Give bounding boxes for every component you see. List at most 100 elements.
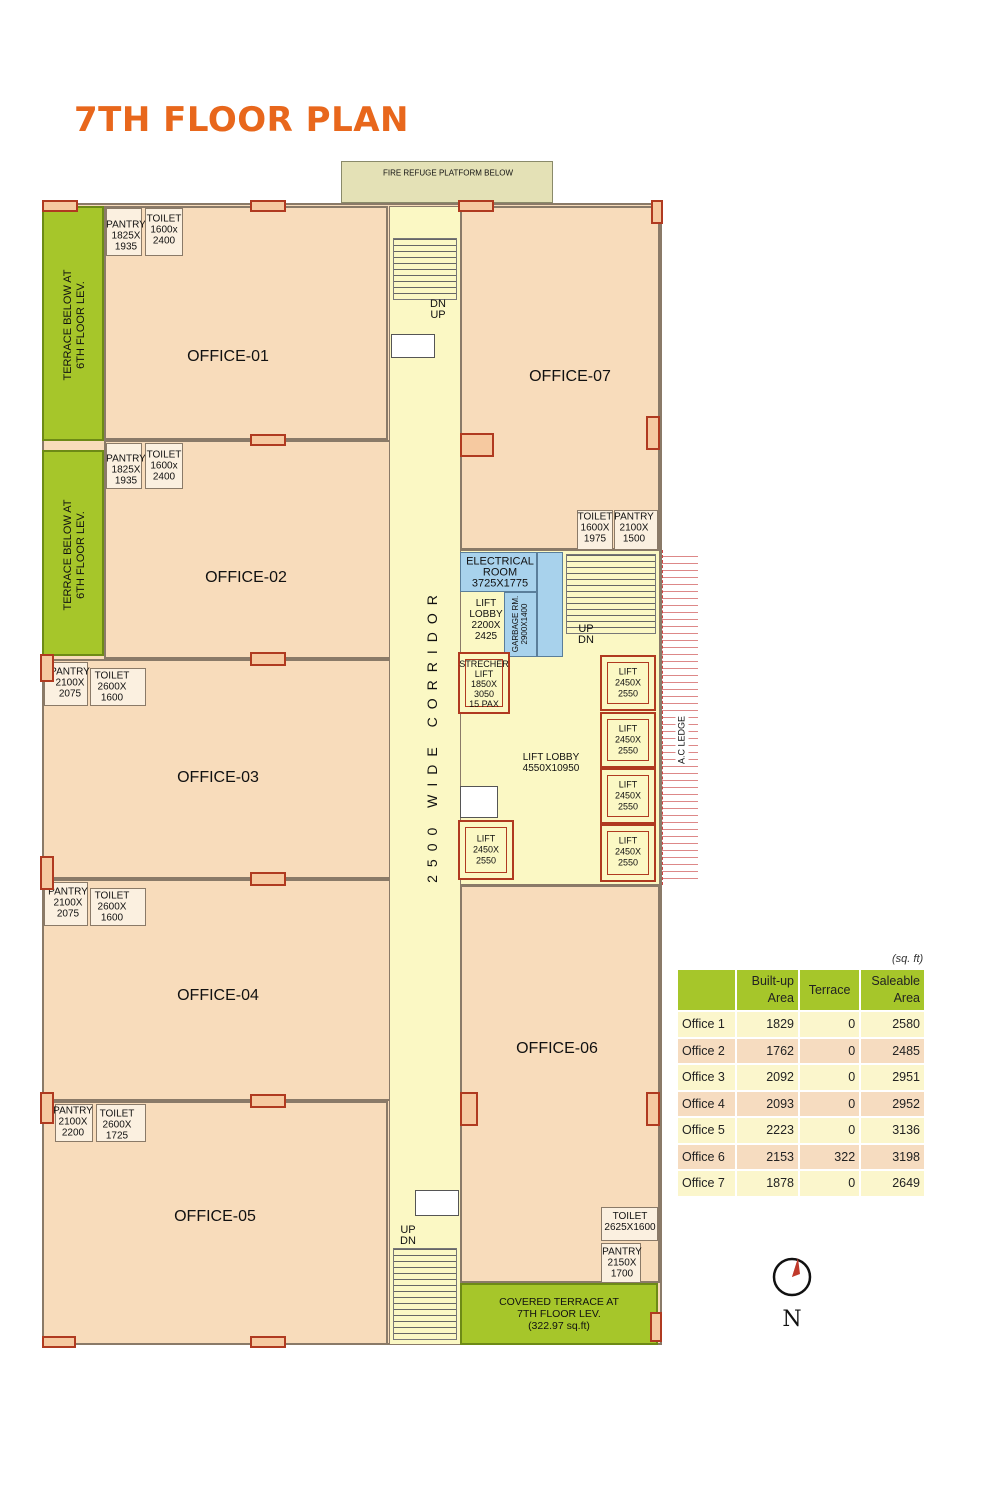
- window: [250, 872, 286, 886]
- pantry-04-label: PANTRY 2100X 2075: [48, 886, 88, 920]
- window: [250, 434, 286, 446]
- pantry-06-label: PANTRY 2150X 1700: [602, 1246, 642, 1280]
- area-value-cell: 0: [799, 1036, 862, 1064]
- office-label-04: OFFICE-04: [177, 987, 259, 1004]
- area-value-cell: 1829: [736, 1010, 801, 1038]
- office-name-cell: Office 2: [678, 1036, 738, 1064]
- office-name-cell: Office 7: [678, 1169, 738, 1196]
- strecher-lift-label: STRECHER LIFT 1850X 3050 15 PAX: [459, 659, 509, 709]
- window: [460, 433, 494, 457]
- lift-1: [600, 655, 656, 711]
- office-label-03: OFFICE-03: [177, 769, 259, 786]
- pantry-03-label: PANTRY 2100X 2075: [50, 666, 90, 700]
- area-value-cell: 2153: [736, 1142, 801, 1170]
- toilet-07: [577, 510, 613, 550]
- window: [40, 856, 54, 890]
- area-table: Built-up Area Terrace Saleable Area Offi…: [678, 970, 926, 1196]
- toilet-05-label: TOILET 2600X 1725: [99, 1108, 135, 1142]
- header-cell: [678, 970, 738, 1011]
- window: [40, 1092, 54, 1124]
- compass-ring: [772, 1257, 812, 1297]
- area-value-cell: 1878: [736, 1169, 801, 1196]
- area-value-cell: 0: [799, 1169, 862, 1196]
- area-value-cell: 2092: [736, 1063, 801, 1091]
- shaft-blue: [537, 552, 563, 657]
- lift-4-label: LIFT 2450X 2550: [614, 835, 642, 868]
- page-title: 7TH FLOOR PLAN: [74, 100, 409, 140]
- area-value-cell: 3136: [860, 1116, 926, 1144]
- toilet-04-label: TOILET 2600X 1600: [94, 890, 130, 924]
- electrical-room: [460, 552, 537, 592]
- lift-4: [600, 824, 656, 882]
- window: [250, 1094, 286, 1108]
- terrace-below-2: TERRACE BELOW AT 6TH FLOOR LEV.: [42, 450, 104, 656]
- toilet-02-label: TOILET 1600x 2400: [146, 449, 182, 483]
- window: [650, 1312, 662, 1342]
- pantry-01-label: PANTRY 1825X 1935: [106, 219, 146, 253]
- shaft-lift-core: [460, 786, 498, 818]
- lift-5-label: LIFT 2450X 2550: [472, 833, 500, 866]
- lift-5: [458, 820, 514, 880]
- lift-lobby-small-label: LIFT LOBBY 2200X 2425: [469, 598, 503, 642]
- garbage-room-label: GARBAGE RM. 2900X1400: [511, 595, 529, 653]
- pantry-07-label: PANTRY 2100X 1500: [614, 511, 654, 545]
- lift-2-label: LIFT 2450X 2550: [614, 723, 642, 756]
- office-label-01: OFFICE-01: [187, 348, 269, 365]
- toilet-01: [145, 208, 183, 256]
- terrace-below-label: TERRACE BELOW AT 6TH FLOOR LEV.: [62, 269, 87, 381]
- area-value-cell: 2580: [860, 1010, 926, 1038]
- area-value-cell: 3198: [860, 1142, 926, 1170]
- window: [460, 1092, 478, 1126]
- window: [40, 654, 54, 682]
- pantry-06: [601, 1243, 641, 1283]
- stair-top-direction: DN UP: [430, 298, 446, 321]
- area-value-cell: 2951: [860, 1063, 926, 1091]
- lift-3: [600, 768, 656, 824]
- toilet-03-label: TOILET 2600X 1600: [94, 670, 130, 704]
- header-built-up: Built-up Area: [736, 970, 801, 1011]
- shaft-bottom: [415, 1190, 459, 1216]
- toilet-06-label: TOILET 2625X1600: [604, 1211, 656, 1233]
- pantry-02-label: PANTRY 1825X 1935: [106, 453, 146, 487]
- toilet-02: [145, 443, 183, 489]
- office-07: [460, 206, 660, 550]
- area-value-cell: 2093: [736, 1089, 801, 1117]
- terrace-below-1: TERRACE BELOW AT 6TH FLOOR LEV.: [42, 206, 104, 441]
- office-label-07: OFFICE-07: [529, 368, 611, 385]
- covered-terrace-label: COVERED TERRACE AT 7TH FLOOR LEV. (322.9…: [499, 1296, 619, 1332]
- window: [651, 200, 663, 224]
- area-value-cell: 2223: [736, 1116, 801, 1144]
- office-name-cell: Office 1: [678, 1010, 738, 1038]
- stair-bottom-direction: UP DN: [400, 1224, 416, 1247]
- fire-refuge-label: FIRE REFUGE PLATFORM BELOW: [382, 168, 514, 178]
- office-name-cell: Office 3: [678, 1063, 738, 1091]
- toilet-06: [601, 1207, 658, 1241]
- area-value-cell: 0: [799, 1010, 862, 1038]
- office-label-05: OFFICE-05: [174, 1208, 256, 1225]
- lift-1-label: LIFT 2450X 2550: [614, 666, 642, 699]
- area-value-cell: 0: [799, 1089, 862, 1117]
- window: [458, 200, 494, 212]
- area-value-cell: 1762: [736, 1036, 801, 1064]
- window: [646, 1092, 660, 1126]
- electrical-room-label: ELECTRICAL ROOM 3725X1775: [466, 555, 534, 590]
- area-value-cell: 322: [799, 1142, 862, 1170]
- shaft-top: [391, 334, 435, 358]
- ac-ledge-label: A.C LEDGE: [675, 715, 689, 765]
- office-name-cell: Office 5: [678, 1116, 738, 1144]
- compass-needle-half: [792, 1258, 800, 1277]
- area-unit-label: (sq. ft): [892, 953, 924, 965]
- area-value-cell: 2952: [860, 1089, 926, 1117]
- header-terrace: Terrace: [799, 970, 862, 1011]
- office-label-06: OFFICE-06: [516, 1040, 598, 1057]
- strecher-lift: [458, 652, 510, 714]
- pantry-05: [55, 1104, 93, 1142]
- lift-2: [600, 712, 656, 768]
- window: [42, 200, 78, 212]
- stair-bottom: [393, 1248, 457, 1340]
